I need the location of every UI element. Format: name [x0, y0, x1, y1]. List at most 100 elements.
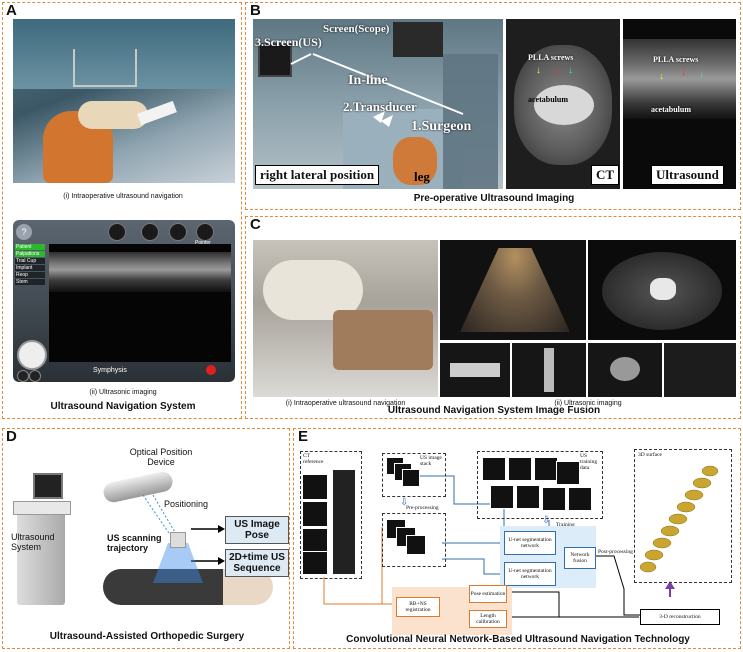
- top-dial-1[interactable]: [108, 223, 126, 241]
- record-button[interactable]: [206, 365, 216, 375]
- panel-d-label: D: [6, 428, 17, 445]
- label-ct-reference: CT reference: [303, 453, 324, 466]
- label-right-lateral-position: right lateral position: [255, 165, 380, 185]
- us-plla-label: PLLA screws: [653, 55, 699, 64]
- symphysis-label: Symphysis: [93, 367, 127, 374]
- reconstruction-box: 3-D reconstruction: [640, 609, 720, 625]
- pointer-label: Pointer: [195, 240, 211, 246]
- pose-estimation-box: Pose estimation: [469, 585, 507, 603]
- positioning-lines: [142, 494, 225, 565]
- unet-box-1: U-net segmentation network: [504, 531, 556, 555]
- ct-ref-slice-1: [302, 474, 328, 500]
- caption-c-i: (i) Intraoperative ultrasound navigation: [285, 400, 406, 407]
- us-fusion-fan: [460, 248, 570, 332]
- label-inline: In-line: [348, 73, 388, 88]
- menu-list: Patient Palpations Trial Cup Implant Reo…: [15, 244, 45, 285]
- or-photo: Screen(Scope) 3.Screen(US) In-line 2.Tra…: [253, 19, 503, 189]
- big-dial: [17, 340, 47, 370]
- us-arrow-cyan: ↓: [699, 69, 704, 80]
- ct-thumb-1-bone: [450, 363, 500, 377]
- menu-item-trial-cup[interactable]: Trial Cup: [15, 258, 45, 264]
- label-surgeon: 1.Surgeon: [411, 119, 472, 134]
- label-screen-scope: Screen(Scope): [323, 23, 390, 35]
- ct-thumb-4: [664, 343, 736, 397]
- surgeon-silhouette: [443, 54, 498, 189]
- navigation-screen: ? Pointer Patient Palpations Trial Cup I…: [13, 220, 235, 382]
- ct-fusion: [588, 240, 736, 340]
- gloved-hand: [78, 101, 148, 129]
- ct-image: PLLA screws acetabulum ↓ ↓ ↓: [506, 19, 620, 189]
- us-image-pose-box: US Image Pose: [225, 516, 289, 544]
- us-sequence-box: 2D+time US Sequence: [225, 549, 289, 577]
- us-cart: [13, 473, 71, 609]
- us-arrow-red: ↓: [681, 67, 686, 78]
- panel-d: D Ultrasound System Optical Position Dev…: [2, 428, 290, 649]
- top-dial-4[interactable]: [196, 223, 214, 241]
- title-c: Ultrasound Navigation System Image Fusio…: [387, 405, 601, 416]
- train-6: [516, 485, 540, 509]
- train-5: [490, 485, 514, 509]
- train-3: [534, 457, 558, 481]
- photo-c: [253, 240, 438, 397]
- back-button[interactable]: [29, 370, 41, 382]
- ct-arrow-yellow: ↓: [536, 65, 541, 76]
- help-button[interactable]: ?: [16, 224, 32, 240]
- ct-acetabulum: [534, 85, 594, 125]
- length-calibration-box: Length calibration: [469, 610, 507, 628]
- label-training: Training: [556, 522, 575, 528]
- train-7: [542, 487, 566, 511]
- label-3d-surface: 3D surface: [638, 452, 662, 458]
- surgical-drape: [13, 19, 235, 89]
- label-positioning: Positioning: [163, 499, 209, 509]
- label-preprocessing: Pre-processing: [406, 505, 439, 511]
- phantom: [333, 310, 433, 370]
- label-us-stack: US image stack: [420, 455, 442, 468]
- menu-item-stem[interactable]: Stem: [15, 279, 45, 285]
- panel-e-label: E: [298, 428, 309, 445]
- patient-clothes: [103, 569, 223, 605]
- ct-fusion-spine: [650, 278, 676, 300]
- us-stack-3: [402, 469, 420, 487]
- label-ct: CT: [591, 165, 620, 185]
- ct-ref-slice-3: [302, 528, 328, 554]
- label-us-system: Ultrasound System: [11, 532, 55, 552]
- panel-c: C (i) Intraoperative ultrasound navigati…: [245, 216, 741, 419]
- training-arrow: ⇩: [542, 515, 551, 526]
- label-transducer: 2.Transducer: [343, 99, 417, 114]
- title-a: Ultrasound Navigation System: [50, 401, 196, 412]
- us-stack-box: [382, 453, 446, 497]
- menu-item-patient[interactable]: Patient: [15, 244, 45, 250]
- train-2: [508, 457, 532, 481]
- preproc-arrow: ⇩: [400, 497, 409, 508]
- us-acetabulum-label: acetabulum: [651, 105, 691, 114]
- cart-body: [17, 509, 65, 605]
- panel-a: A (i) Intraoperative ultrasound navigati…: [2, 2, 242, 419]
- us-image-b: PLLA screws acetabulum ↓ ↓ ↓: [623, 19, 736, 189]
- train-4: [556, 461, 580, 485]
- label-ultrasound: Ultrasound: [651, 165, 724, 185]
- ultrasound-view: [49, 244, 231, 362]
- pause-button[interactable]: [17, 370, 29, 382]
- panel-e: E CT reference US image stack Pre-proces…: [293, 428, 741, 649]
- menu-item-implant[interactable]: Implant: [15, 265, 45, 271]
- network-fusion-box: Network fusion: [564, 547, 596, 569]
- us-training-box: [477, 451, 603, 519]
- top-dial-3[interactable]: [169, 223, 187, 241]
- ct-plla-label: PLLA screws: [528, 53, 574, 62]
- label-postprocessing: Post-processing: [598, 549, 633, 555]
- scope-monitor: [393, 22, 443, 57]
- surgery-photo-a: [13, 19, 235, 183]
- menu-item-reop[interactable]: Reop: [15, 272, 45, 278]
- ct-arrow-cyan: ↓: [568, 65, 573, 76]
- ct-acetabulum-label: acetabulum: [528, 95, 568, 104]
- label-screen-us: 3.Screen(US): [255, 35, 322, 49]
- train-1: [482, 457, 506, 481]
- ct-arrow-red: ↓: [554, 65, 559, 76]
- train-8: [568, 487, 592, 511]
- label-trajectory: US scanning trajectory: [107, 533, 162, 553]
- menu-item-palpations[interactable]: Palpations: [15, 251, 45, 257]
- top-dial-2[interactable]: [141, 223, 159, 241]
- panel-a-label: A: [6, 2, 17, 19]
- cart-panel: [13, 501, 71, 515]
- panel-b-label: B: [250, 2, 261, 19]
